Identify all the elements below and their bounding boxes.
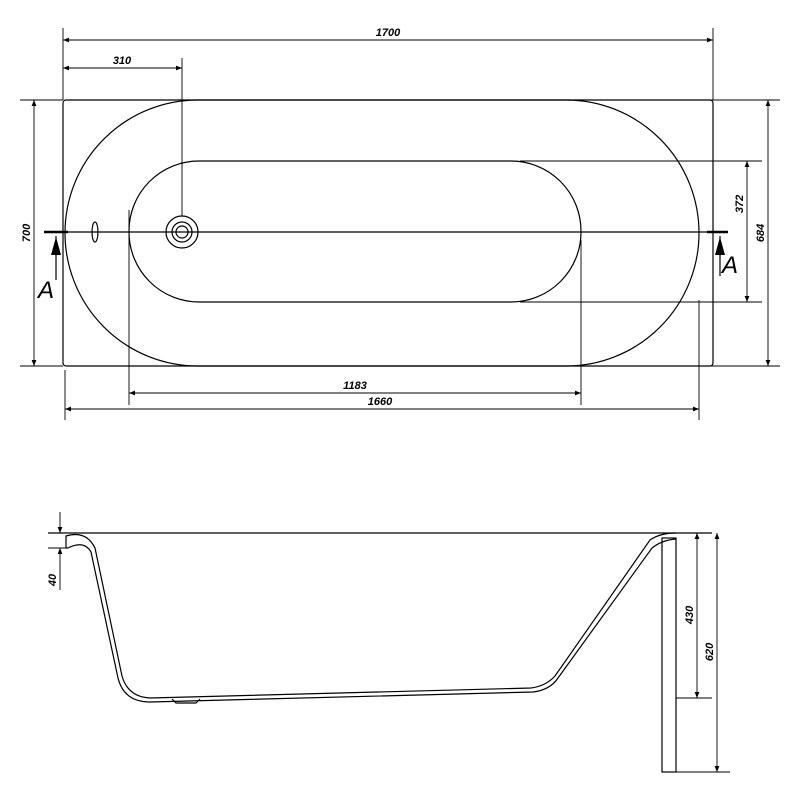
dim-depth: 430: [684, 533, 700, 698]
dim-label-310: 310: [113, 55, 132, 67]
section-label-right: A: [720, 252, 738, 279]
dim-outer-length: 1660: [64, 300, 700, 420]
dim-label-1660: 1660: [368, 396, 393, 408]
dim-outer-width: 684: [580, 99, 780, 367]
dim-label-620: 620: [704, 642, 716, 661]
dim-label-40: 40: [47, 573, 59, 587]
section-view: 40 430 620: [47, 512, 730, 773]
support-leg: [661, 537, 677, 773]
dim-label-684: 684: [755, 224, 767, 242]
plan-view: A A 1700 310 700: [20, 27, 780, 420]
dim-label-1700: 1700: [376, 27, 401, 39]
tub-shell-outer: [65, 532, 677, 699]
dim-label-1183: 1183: [343, 380, 367, 392]
dim-inner-length: 1183: [128, 210, 582, 405]
dim-inner-width: 372: [520, 160, 762, 303]
dim-rim-thickness: 40: [47, 512, 68, 590]
dim-overall-length: 1700: [62, 27, 714, 100]
dim-label-430: 430: [684, 605, 696, 625]
dim-label-700: 700: [21, 223, 33, 242]
section-arrow-right: A: [715, 236, 738, 279]
overflow-icon: [91, 221, 99, 243]
section-label-left: A: [36, 277, 54, 304]
tub-shell-inner: [67, 538, 677, 703]
tub-outer-bowl: [64, 99, 700, 367]
dim-overall-width: 700: [20, 99, 63, 367]
dim-height: 620: [704, 533, 720, 772]
dim-drain-offset: 310: [63, 55, 183, 216]
drain-stub: [171, 698, 201, 704]
tub-outer-rim: [62, 99, 714, 367]
dim-label-372: 372: [734, 195, 746, 213]
section-arrow-left: A: [36, 236, 61, 304]
